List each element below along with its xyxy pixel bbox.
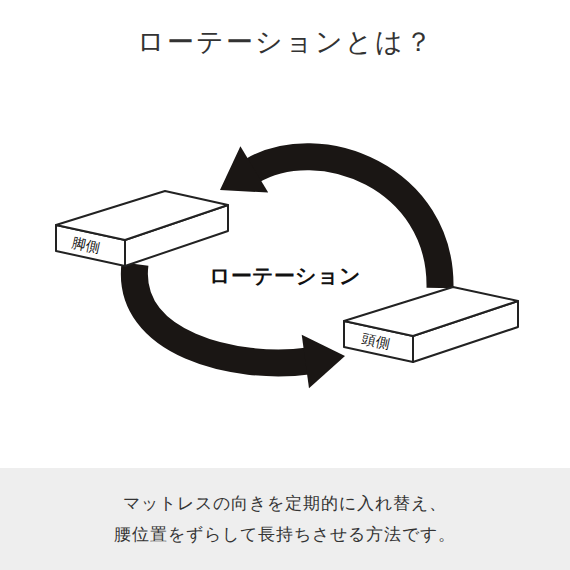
arrow-head: [302, 335, 345, 389]
mattress-outline: [343, 284, 520, 364]
mattress-top: [344, 287, 518, 336]
mattress-top: [56, 191, 228, 240]
caption: マットレスの向きを定期的に入れ替え、腰位置をずらして長持ちさせる方法です。: [75, 488, 495, 550]
mattress: 脚側: [55, 188, 230, 268]
mattress: 頭側: [343, 284, 520, 364]
center-label: ローテーション: [0, 262, 570, 290]
caption-band: [0, 468, 570, 570]
mattress-outline: [55, 188, 230, 268]
title: ローテーションとは？: [0, 24, 570, 60]
arrow-head: [220, 146, 268, 192]
